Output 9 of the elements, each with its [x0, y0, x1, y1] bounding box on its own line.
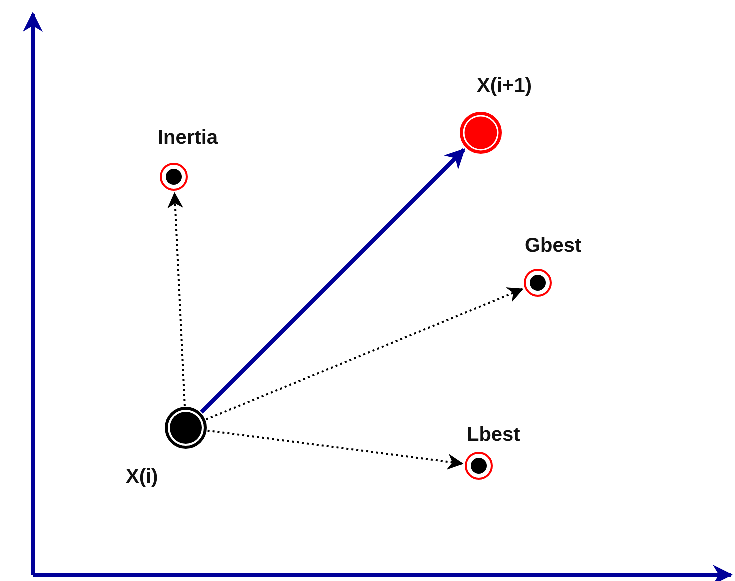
point-label: X(i+1) [477, 75, 532, 98]
point-label: Inertia [158, 127, 218, 150]
point-label: X(i) [126, 466, 158, 489]
dotted-arrow [168, 192, 186, 406]
dotted-arrow [208, 430, 464, 470]
dotted-arrow [206, 288, 524, 421]
thick-arrow [200, 148, 466, 414]
point-label: Gbest [525, 235, 582, 258]
point-label: Lbest [467, 424, 520, 447]
